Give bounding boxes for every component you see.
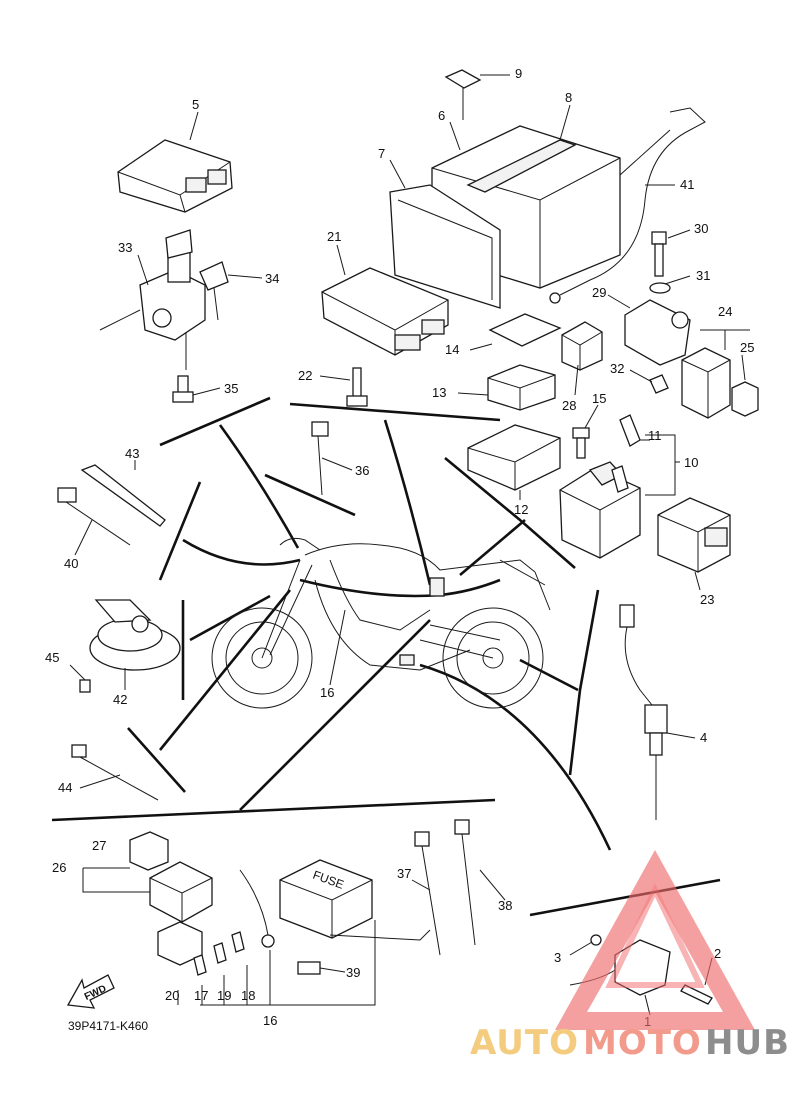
callout-9: 9 xyxy=(515,66,522,81)
part-9-clip xyxy=(444,69,482,120)
part-38-band xyxy=(454,819,476,946)
part-22-bolt xyxy=(346,367,368,407)
part-26-relay xyxy=(82,861,213,923)
callout-33: 33 xyxy=(118,240,132,255)
part-31-washer xyxy=(649,282,671,294)
part-11-fuse xyxy=(611,414,676,496)
callout-3: 3 xyxy=(554,950,561,965)
callout-29: 29 xyxy=(592,285,606,300)
part-35-bolt xyxy=(172,375,194,403)
part-32-plate xyxy=(649,374,669,394)
callout-20: 20 xyxy=(165,988,179,1003)
callout-45: 45 xyxy=(45,650,59,665)
part-24-relay xyxy=(681,329,750,419)
diagram-code: 39P4171-K460 xyxy=(68,1019,148,1033)
callout-5: 5 xyxy=(192,97,199,112)
fwd-arrow-icon: FWD xyxy=(66,974,115,1009)
callout-35: 35 xyxy=(224,381,238,396)
callout-21: 21 xyxy=(327,229,341,244)
callout-26: 26 xyxy=(52,860,66,875)
callout-18: 18 xyxy=(241,988,255,1003)
leader-lines xyxy=(69,74,746,1016)
callout-38: 38 xyxy=(498,898,512,913)
part-7-battery-cover xyxy=(389,184,501,309)
part-27-connector xyxy=(129,831,169,871)
part-44-band xyxy=(71,744,159,801)
callout-12: 12 xyxy=(514,502,528,517)
part-42-horn xyxy=(89,599,181,671)
callout-22: 22 xyxy=(298,368,312,383)
part-23-unit xyxy=(657,497,731,573)
callout-labels: 5 9 8 6 7 41 30 31 29 24 25 32 21 22 14 … xyxy=(45,66,754,1033)
watermark-auto: AUTO xyxy=(470,1023,579,1063)
callout-37: 37 xyxy=(397,866,411,881)
part-17-fuse xyxy=(193,954,207,976)
callout-6: 6 xyxy=(438,108,445,123)
part-29-sensor xyxy=(624,299,691,366)
part-28-relay xyxy=(561,321,603,371)
callout-28: 28 xyxy=(562,398,576,413)
callout-11: 11 xyxy=(648,428,662,443)
part-37-band xyxy=(414,831,441,956)
part-30-bolt xyxy=(651,231,667,277)
callout-43: 43 xyxy=(125,446,139,461)
callout-25: 25 xyxy=(740,340,754,355)
callout-8: 8 xyxy=(565,90,572,105)
part-3-nut xyxy=(590,934,602,946)
callout-44: 44 xyxy=(58,780,72,795)
part-18-fuse xyxy=(231,931,245,953)
part-16-fusebox: FUSE xyxy=(177,859,431,1006)
callout-7: 7 xyxy=(378,146,385,161)
motorcycle-outline xyxy=(211,537,551,709)
callout-16-bottom: 16 xyxy=(263,1013,277,1028)
callout-34: 34 xyxy=(265,271,279,286)
part-33-main-switch xyxy=(99,229,206,370)
callout-24: 24 xyxy=(718,304,732,319)
callout-32: 32 xyxy=(610,361,624,376)
part-40-band xyxy=(57,487,131,546)
part-43-band xyxy=(80,464,166,527)
part-39-bolt xyxy=(297,961,321,975)
part-19-fuse xyxy=(213,942,227,964)
callout-14: 14 xyxy=(445,342,459,357)
callout-23: 23 xyxy=(700,592,714,607)
region-lines xyxy=(51,396,721,917)
callout-27: 27 xyxy=(92,838,106,853)
watermark-hub: HUB xyxy=(705,1023,790,1063)
callout-17: 17 xyxy=(194,988,208,1003)
part-36-tie xyxy=(311,421,329,496)
part-13-cover xyxy=(487,364,556,411)
callout-30: 30 xyxy=(694,221,708,236)
watermark-moto: MOTO xyxy=(583,1023,702,1063)
part-4-sensor xyxy=(619,604,668,820)
part-25-relay xyxy=(731,381,759,417)
part-10-starter-relay xyxy=(559,461,641,559)
part-45-bolt xyxy=(79,679,91,693)
callout-31: 31 xyxy=(696,268,710,283)
callout-36: 36 xyxy=(355,463,369,478)
part-34-key xyxy=(199,261,229,321)
callout-10: 10 xyxy=(684,455,698,470)
watermark-logo: AUTO MOTO HUB xyxy=(470,850,790,1063)
callout-42: 42 xyxy=(113,692,127,707)
callout-4: 4 xyxy=(700,730,707,745)
part-21-unit xyxy=(321,267,449,356)
callout-19: 19 xyxy=(217,988,231,1003)
callout-15: 15 xyxy=(592,391,606,406)
part-41-cable xyxy=(549,107,706,304)
callout-16-mid: 16 xyxy=(320,685,334,700)
callout-40: 40 xyxy=(64,556,78,571)
callout-13: 13 xyxy=(432,385,446,400)
part-14-pad xyxy=(488,313,562,347)
part-2-screw xyxy=(680,984,713,1005)
callout-39: 39 xyxy=(346,965,360,980)
part-5-module xyxy=(117,139,233,213)
callout-2: 2 xyxy=(714,946,721,961)
part-15-screw xyxy=(572,427,590,459)
watermark-triangle-icon xyxy=(555,850,755,1030)
callout-41: 41 xyxy=(680,177,694,192)
part-12-bracket xyxy=(467,424,561,491)
